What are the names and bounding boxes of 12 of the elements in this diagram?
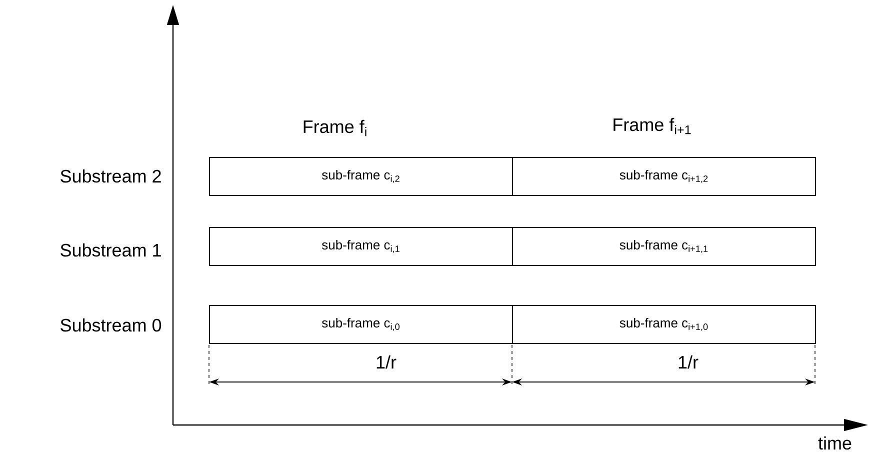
- frame-label: Frame f$_{i}$: [304, 120, 366, 136]
- frame-label: Frame f$_{i+1}$: [614, 118, 691, 134]
- subframe-box: sub-frame c$_{i,2}$: [209, 157, 513, 196]
- row-label: Substream 2: [60, 169, 161, 183]
- row-label: Substream 0: [60, 318, 162, 332]
- subframe-box: sub-frame c$_{i+1,1}$: [512, 227, 816, 266]
- row-label: Substream 1: [60, 243, 161, 257]
- subframe-box: sub-frame c$_{i+1,2}$: [512, 157, 816, 196]
- subframe-box: sub-frame c$_{i+1,0}$: [512, 305, 816, 344]
- subframe-box: sub-frame c$_{i,0}$: [209, 305, 513, 344]
- axis-label: time: [818, 436, 852, 450]
- subframe-box: sub-frame c$_{i,1}$: [209, 227, 513, 266]
